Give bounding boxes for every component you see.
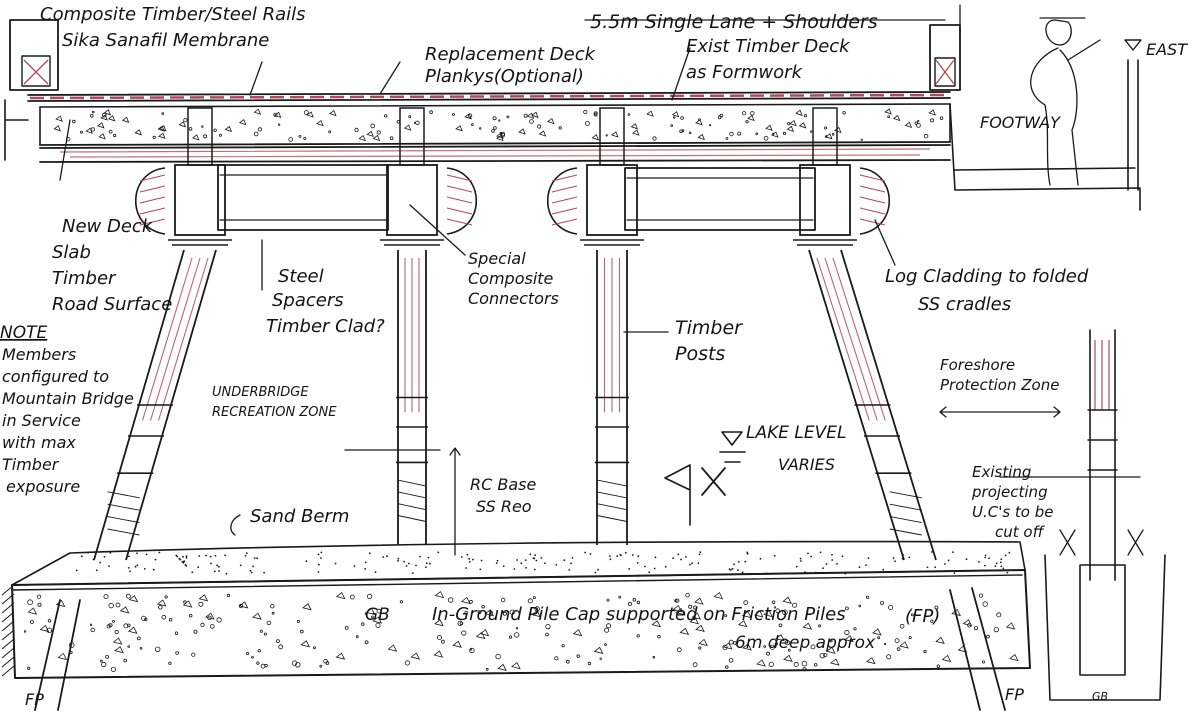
left-rail-post [4, 19, 59, 161]
label-projecting-2: projecting [971, 483, 1048, 501]
labels: Composite Timber/Steel Rails Sika Sanafi… [0, 4, 1188, 709]
leader-lines [59, 4, 1061, 556]
label-note-head: NOTE [0, 323, 47, 343]
label-fp-left: FP [25, 690, 44, 709]
label-footway: FOOTWAY [980, 113, 1061, 132]
label-lake-2: VARIES [778, 455, 835, 474]
label-replacement-deck-2: Plankys(Optional) [425, 66, 584, 87]
label-posts-2: Posts [675, 343, 725, 365]
label-recreation: UNDERBRIDGE [212, 385, 309, 400]
label-gb-small: GB [1092, 690, 1108, 703]
label-note-7: exposure [6, 477, 80, 496]
label-projecting-3: U.C's to be [972, 503, 1054, 521]
label-note-6: Timber [2, 455, 60, 474]
label-sand-berm: Sand Berm [250, 506, 349, 527]
label-foreshore: Foreshore [940, 356, 1015, 374]
label-new-deck-3: Timber [52, 268, 117, 289]
label-new-deck-2: Slab [52, 242, 91, 263]
label-exist-deck-2: as Formwork [686, 62, 804, 83]
label-foreshore-2: Protection Zone [940, 376, 1059, 394]
label-note-2: configured to [2, 367, 109, 386]
label-gb: GB [365, 605, 390, 625]
friction-piles [34, 587, 1006, 711]
sand-berm [11, 540, 1026, 586]
steel-spacers [217, 164, 816, 231]
label-exist-deck: Exist Timber Deck [686, 36, 851, 57]
label-depth: 6m deep approx [735, 633, 876, 653]
label-connectors: Special [468, 249, 526, 268]
right-rail-post [929, 24, 1142, 211]
label-rc-base: RC Base [470, 475, 536, 494]
label-width: 5.5m Single Lane + Shoulders [590, 11, 878, 33]
label-new-deck-4: Road Surface [52, 294, 172, 315]
label-spacers-3: Timber Clad? [266, 316, 385, 337]
label-rails: Composite Timber/Steel Rails [40, 4, 306, 25]
left-edge-hatch [1, 584, 15, 677]
pile-cap-aggregate [23, 590, 1019, 672]
label-rc-base-2: SS Reo [476, 497, 532, 516]
label-connectors-3: Connectors [468, 289, 559, 308]
label-recreation-2: RECREATION ZONE [212, 405, 337, 420]
label-note-1: Members [2, 345, 76, 364]
timber-post-2 [380, 107, 478, 545]
label-replacement-deck: Replacement Deck [425, 44, 597, 65]
label-east: EAST [1146, 40, 1188, 59]
label-cladding-2: SS cradles [918, 294, 1011, 315]
label-fp: (FP) [905, 606, 940, 627]
label-new-deck: New Deck [62, 216, 154, 237]
label-projecting-4: cut off [995, 523, 1046, 541]
label-membrane: Sika Sanafil Membrane [62, 30, 269, 51]
timber-post-4 [793, 107, 937, 561]
label-spacers-2: Spacers [272, 290, 344, 311]
timber-bents [93, 107, 937, 561]
timber-post-3 [546, 107, 644, 545]
label-fp-right: FP [1005, 685, 1024, 704]
label-cladding: Log Cladding to folded [885, 266, 1089, 287]
label-pile-cap: In-Ground Pile Cap supported on Friction… [432, 604, 846, 625]
timber-post-1 [93, 107, 232, 561]
label-connectors-2: Composite [468, 269, 554, 288]
label-lake: LAKE LEVEL [746, 423, 846, 443]
pedestrian-figure [1030, 17, 1101, 186]
label-projecting: Existing [972, 463, 1031, 481]
label-note-4: in Service [2, 411, 81, 430]
pile-cap [11, 569, 1031, 679]
deck-surface [27, 91, 951, 163]
label-note-5: with max [2, 433, 76, 452]
label-note-3: Mountain Bridge [2, 389, 134, 408]
label-spacers: Steel [278, 266, 324, 287]
label-posts: Timber [675, 317, 743, 339]
pile-detail [999, 329, 1166, 701]
